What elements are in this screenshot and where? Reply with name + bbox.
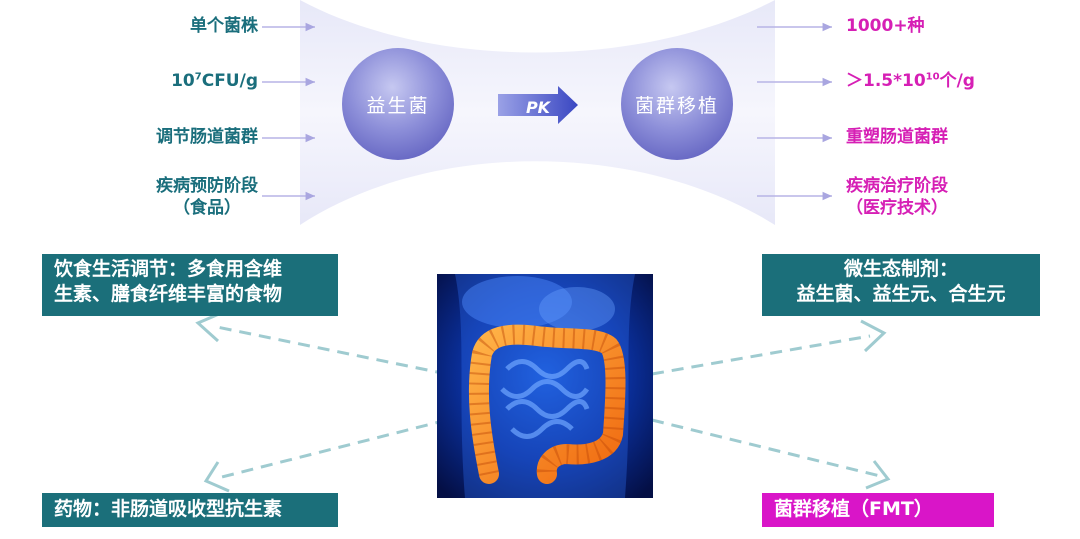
- dashed-arrows: [195, 309, 891, 493]
- prevention-line1: 疾病预防阶段: [156, 176, 258, 196]
- label-treatment-stage: 疾病治疗阶段 （医疗技术）: [846, 175, 948, 219]
- treatment-line1: 疾病治疗阶段: [846, 176, 948, 196]
- dose-left-base: 10: [171, 71, 195, 91]
- pk-arrow-icon: [498, 86, 578, 124]
- microecology-box: 微生态制剂： 益生菌、益生元、合生元: [762, 254, 1040, 316]
- micro-line2: 益生菌、益生元、合生元: [796, 283, 1006, 305]
- fmt-circle: 菌群移植: [621, 48, 733, 160]
- dose-left-exp: 7: [194, 71, 202, 83]
- label-prevention-stage: 疾病预防阶段 （食品）: [156, 175, 258, 219]
- diet-line1: 饮食生活调节：多食用含维: [54, 258, 283, 280]
- fmt-text: 菌群移植（FMT）: [774, 498, 933, 520]
- micro-line1: 微生态制剂：: [843, 258, 958, 280]
- fmt-circle-label: 菌群移植: [634, 94, 719, 117]
- fmt-box: 菌群移植（FMT）: [762, 493, 994, 527]
- dose-left-unit: CFU/g: [201, 71, 258, 91]
- diet-line2: 生素、膳食纤维丰富的食物: [54, 283, 283, 305]
- label-regulate-flora: 调节肠道菌群: [156, 127, 258, 147]
- dose-right-exp: 10: [925, 71, 940, 83]
- label-reshape-flora: 重塑肠道菌群: [846, 127, 948, 147]
- label-dose-left: 107CFU/g: [171, 70, 258, 92]
- label-single-strain: 单个菌株: [190, 16, 258, 36]
- probiotics-label: 益生菌: [366, 94, 430, 117]
- colon-icon: [437, 274, 653, 498]
- drug-text: 药物：非肠道吸收型抗生素: [54, 498, 283, 520]
- treatment-line2: （医疗技术）: [846, 198, 948, 218]
- diet-box: 饮食生活调节：多食用含维 生素、膳食纤维丰富的食物: [42, 254, 338, 316]
- right-thin-arrows: [757, 22, 832, 201]
- prevention-line2: （食品）: [173, 198, 241, 218]
- dose-right-prefix: ＞1.5*10: [846, 71, 926, 91]
- probiotics-circle: 益生菌: [342, 48, 454, 160]
- label-dose-right: ＞1.5*1010个/g: [846, 70, 975, 92]
- drug-box: 药物：非肠道吸收型抗生素: [42, 493, 338, 527]
- pk-label: PK: [525, 98, 551, 117]
- colon-illustration: [437, 274, 653, 498]
- label-species-count: 1000+种: [846, 16, 925, 36]
- left-thin-arrows: [262, 22, 315, 201]
- dose-right-suffix: 个/g: [939, 71, 975, 91]
